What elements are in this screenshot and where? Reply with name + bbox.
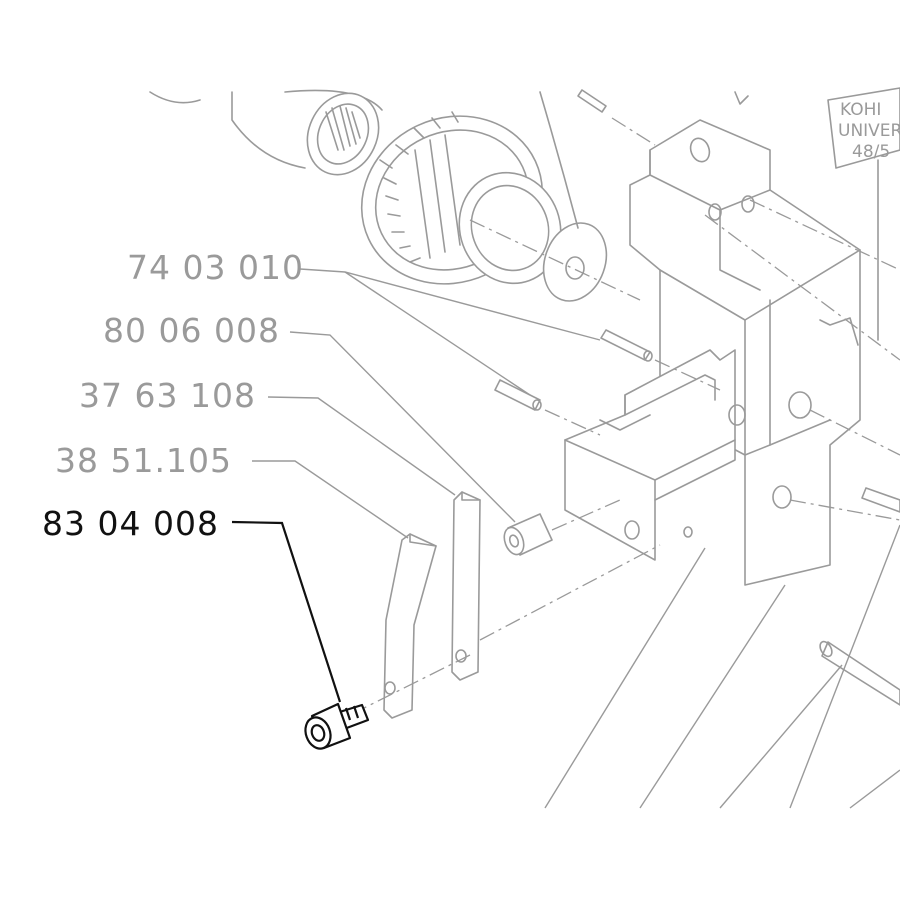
part-number: 38 51.105 [55, 441, 232, 480]
part-number: 37 63 108 [79, 376, 256, 415]
part-number: 80 06 008 [103, 311, 280, 350]
bent-lever [359, 533, 661, 719]
long-screws [819, 487, 900, 706]
part-label-83-04-008: 83 04 008 [42, 504, 342, 703]
part-label-80-06-008: 80 06 008 [103, 311, 516, 523]
gear-wheel [360, 111, 562, 285]
part-label-37-63-108: 37 63 108 [79, 376, 456, 496]
cap-screw [304, 702, 370, 750]
washer [542, 222, 608, 302]
nameplate-line2: UNIVERS [838, 121, 900, 141]
part-number: 74 03 010 [127, 248, 304, 287]
set-screw [503, 499, 621, 556]
nameplate-line1: KOHI [840, 100, 881, 120]
part-label-38-51-105: 38 51.105 [55, 441, 409, 539]
main-housing [629, 119, 900, 586]
nameplate: KOHI UNIVERS 48/5 [827, 87, 900, 341]
straight-bar [451, 491, 481, 681]
dowel-pins [494, 329, 721, 436]
top-pins [577, 89, 749, 146]
part-number-highlighted: 83 04 008 [42, 504, 219, 543]
needle-bearing-sleeve [149, 89, 383, 176]
nameplate-line3: 48/5 [852, 142, 890, 162]
part-label-74-03-010: 74 03 010 [127, 248, 601, 396]
sliding-block [564, 349, 746, 561]
